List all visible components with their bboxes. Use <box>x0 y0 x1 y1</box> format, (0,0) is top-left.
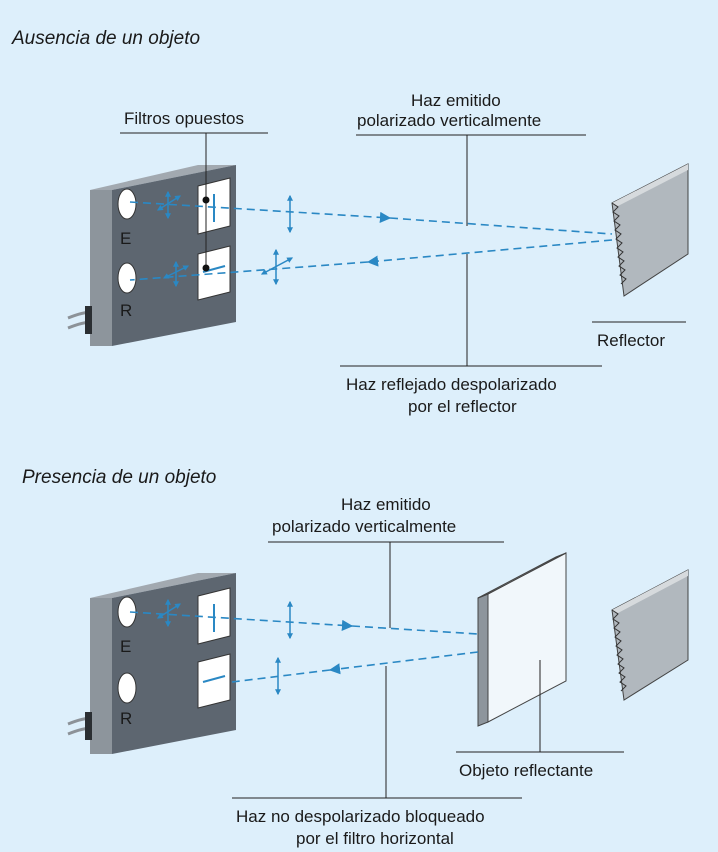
bottom-polarization-symbols <box>156 598 293 696</box>
bottom-object <box>477 552 567 727</box>
top-emitter-lens <box>117 188 137 220</box>
bottom-sensor-connector <box>85 712 92 740</box>
top-sensor: E R <box>67 165 236 346</box>
top-emitter-letter: E <box>120 229 131 248</box>
top-panel-title: Ausencia de un objeto <box>11 28 200 49</box>
top-pol-diagonal-4 <box>260 257 294 275</box>
bottom-object-edge <box>477 593 489 727</box>
top-reflected-label-line1: Haz reflejado despolarizado <box>346 375 557 394</box>
bottom-panel: Presencia de un objeto E R <box>22 467 689 848</box>
bottom-emitted-beam-2 <box>351 625 479 635</box>
top-receiver-letter: R <box>120 301 132 320</box>
bottom-object-label: Objeto reflectante <box>459 761 593 780</box>
bottom-filter-horizontal-mark <box>202 675 226 683</box>
top-reflector-label: Reflector <box>597 331 665 350</box>
bottom-returned-beam-1 <box>328 651 479 675</box>
top-filters-label: Filtros opuestos <box>124 109 244 128</box>
bottom-panel-title: Presencia de un objeto <box>22 467 216 488</box>
top-receiver-lens <box>117 262 137 294</box>
top-reflected-beam-1 <box>366 239 613 267</box>
top-panel: Ausencia de un objeto E R Reflector <box>11 28 689 416</box>
bottom-receiver-letter: R <box>120 709 132 728</box>
bottom-object-face <box>487 552 567 723</box>
bottom-reflector-face <box>611 569 689 701</box>
top-emitted-beam-2 <box>389 217 613 235</box>
bottom-reflector-edge <box>612 570 688 613</box>
bottom-pol-diagonal-1 <box>156 603 182 619</box>
bottom-receiver-lens <box>117 672 137 704</box>
bottom-filter-horizontal <box>197 653 231 709</box>
top-reflector-teeth <box>611 202 627 285</box>
top-reflector: Reflector <box>592 163 689 350</box>
bottom-blocked-label-line1: Haz no despolarizado bloqueado <box>236 807 485 826</box>
top-pol-diagonal-1 <box>156 195 182 211</box>
bottom-reflector <box>611 569 689 701</box>
bottom-emitted-label-line1: Haz emitido <box>341 495 431 514</box>
bottom-sensor-back <box>90 598 112 754</box>
top-filters-dot-1 <box>202 196 210 204</box>
top-sensor-connector <box>85 306 92 334</box>
bottom-emitter-letter: E <box>120 637 131 656</box>
bottom-sensor-top <box>90 573 236 598</box>
top-emitted-label-line1: Haz emitido <box>411 91 501 110</box>
bottom-emitted-label-line2: polarizado verticalmente <box>272 517 456 536</box>
top-sensor-top <box>90 165 236 190</box>
top-polarization-symbols <box>156 190 294 288</box>
top-filters-dot-2 <box>202 264 210 272</box>
top-reflector-edge <box>612 164 688 206</box>
top-sensor-back <box>90 190 112 346</box>
bottom-blocked-label-line2: por el filtro horizontal <box>296 829 454 848</box>
bottom-object-top <box>477 552 567 599</box>
top-emitted-label-line2: polarizado verticalmente <box>357 111 541 130</box>
bottom-returned-beam-2 <box>231 669 331 683</box>
bottom-emitted-beam-1 <box>129 611 354 631</box>
bottom-sensor: E R <box>67 573 236 754</box>
top-pol-diagonal-3 <box>162 265 190 279</box>
bottom-reflector-teeth <box>611 609 627 692</box>
top-reflected-label-line2: por el reflector <box>408 397 517 416</box>
